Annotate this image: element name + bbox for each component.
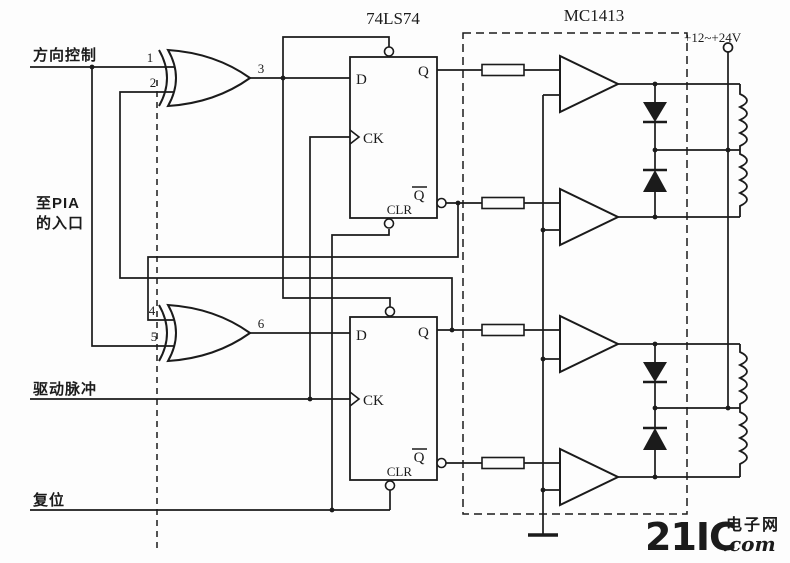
ff1-pin-ck: CK xyxy=(363,131,384,147)
resistor-2 xyxy=(481,196,525,210)
pin-label-3: 3 xyxy=(258,61,265,76)
ff2-clear-bubble xyxy=(384,480,396,491)
resistor-3 xyxy=(481,323,525,337)
xor-gate-2-input-arc xyxy=(158,304,168,362)
ff2-pin-clr: CLR xyxy=(387,464,413,479)
ff2-preset-bubble xyxy=(384,306,396,317)
driver-3 xyxy=(559,314,621,374)
wire-qbar1-feedback xyxy=(147,202,560,321)
label-drive-pulse: 驱动脉冲 xyxy=(33,380,97,398)
ff1-pin-qbar: Q xyxy=(414,188,425,204)
resistor-1 xyxy=(481,63,525,77)
label-pia-line2: 的入口 xyxy=(36,214,84,232)
ck2-edge-triangle xyxy=(349,391,361,407)
motor-winding-phase1 xyxy=(737,84,748,217)
xor-gate-2 xyxy=(166,303,252,363)
driver-2 xyxy=(559,187,621,247)
wire-reset-clear xyxy=(30,229,391,511)
driver-4 xyxy=(559,447,621,507)
supply-terminal-circle xyxy=(722,42,734,53)
wire-q2-feedback xyxy=(119,91,560,331)
flipflop-1-box xyxy=(349,56,438,219)
label-direction-control: 方向控制 xyxy=(33,46,97,64)
wire-direction-control xyxy=(30,66,178,347)
watermark-suffix: .com xyxy=(722,532,776,556)
xor-gate-1 xyxy=(166,48,252,108)
xor-gate-1-input-arc xyxy=(158,49,168,107)
ff2-qbar-bubble xyxy=(436,457,447,469)
ff1-pin-clr: CLR xyxy=(387,202,413,217)
watermark-brand: 21IC xyxy=(645,515,736,559)
motor-winding-phase2 xyxy=(737,344,748,477)
label-supply-voltage: +12~+24V xyxy=(684,30,742,45)
resistor-4 xyxy=(481,456,525,470)
wire-drive-pulse-clock xyxy=(30,136,350,400)
diode-1 xyxy=(643,102,667,122)
ff2-pin-ck: CK xyxy=(363,393,384,409)
ff2-pin-d: D xyxy=(356,328,367,344)
flipflop-2-box xyxy=(349,316,438,481)
pin-label-2: 2 xyxy=(150,75,157,90)
ff1-pin-d: D xyxy=(356,72,367,88)
label-reset: 复位 xyxy=(32,491,65,509)
label-74ls74: 74LS74 xyxy=(366,9,420,28)
ff1-qbar-bubble xyxy=(436,197,447,209)
wire-common-bus xyxy=(542,94,560,535)
junction-dots xyxy=(89,64,731,513)
driver-1 xyxy=(559,54,621,114)
wire-driver-outputs xyxy=(618,83,740,478)
diode-4 xyxy=(643,428,667,450)
diode-3 xyxy=(643,362,667,382)
pin-label-1: 1 xyxy=(147,50,154,65)
ff1-preset-bubble xyxy=(383,46,395,57)
pin-label-4: 4 xyxy=(149,303,156,318)
pin-label-6: 6 xyxy=(258,316,265,331)
ff1-pin-q: Q xyxy=(418,64,429,80)
mc1413-dashed-box xyxy=(462,32,688,515)
ck1-edge-triangle xyxy=(349,129,361,145)
ff2-pin-q: Q xyxy=(418,325,429,341)
label-mc1413: MC1413 xyxy=(564,6,624,25)
ff1-clear-bubble xyxy=(383,218,395,229)
label-pia-line1: 至PIA xyxy=(36,195,80,212)
diode-2 xyxy=(643,170,667,192)
ff2-pin-qbar: Q xyxy=(414,450,425,466)
watermark-site-name: 电子网 xyxy=(726,515,780,534)
pin-label-5: 5 xyxy=(151,329,158,344)
wire-preset-links xyxy=(282,36,391,307)
